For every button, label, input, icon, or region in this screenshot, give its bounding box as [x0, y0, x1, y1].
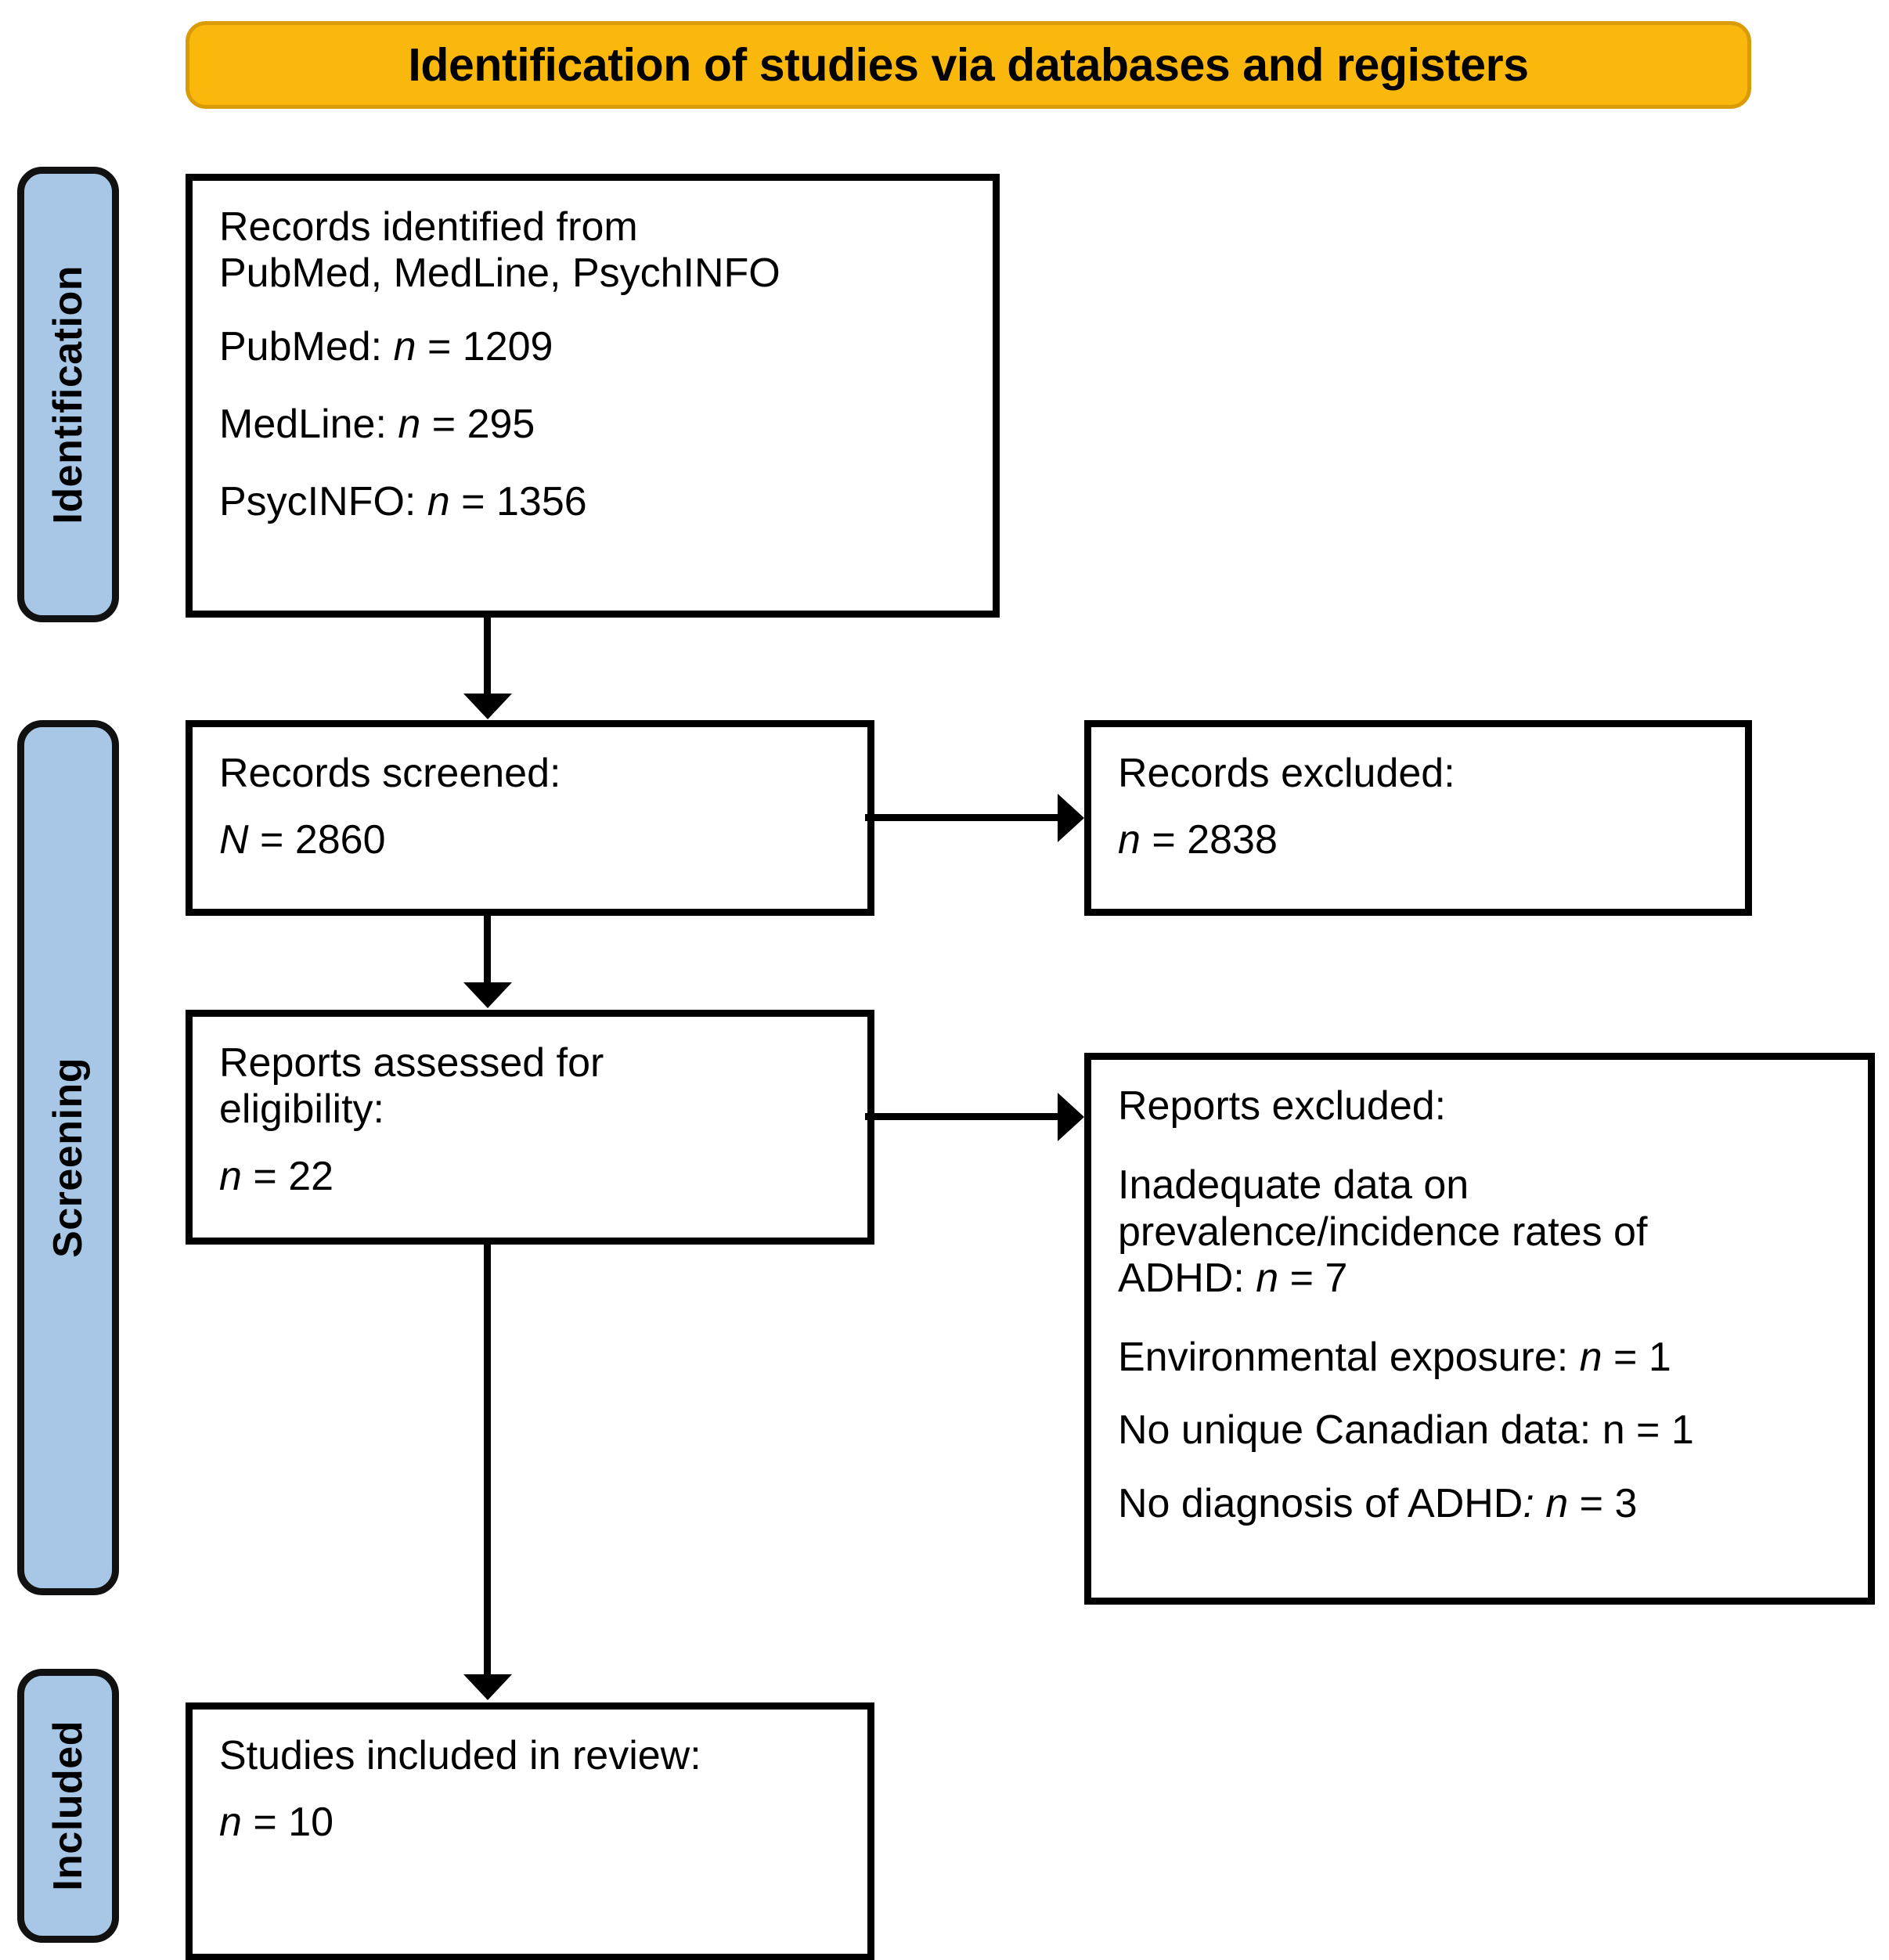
- reason-line1: Inadequate data on: [1118, 1162, 1469, 1209]
- records-excluded-heading: Records excluded:: [1118, 751, 1455, 796]
- stage-label-identification-text: Identification: [45, 265, 91, 524]
- stage-label-screening: Screening: [17, 720, 119, 1595]
- box-reports-assessed-eligibility: Reports assessed for eligibility: n = 22: [186, 1010, 874, 1245]
- arrow-eligibility-to-reports-excluded: [865, 1113, 1059, 1120]
- diagram-title-text: Identification of studies via databases …: [408, 39, 1529, 91]
- reason-line2: prevalence/incidence rates of: [1118, 1209, 1648, 1255]
- box-studies-included: Studies included in review: n = 10: [186, 1702, 874, 1960]
- records-identified-source-medline: MedLine: n = 295: [219, 402, 966, 448]
- n-symbol: N: [219, 817, 249, 863]
- reason-line3: ADHD:: [1118, 1255, 1245, 1301]
- records-identified-heading-line2: PubMed, MedLine, PsychINFO: [219, 250, 780, 297]
- n-symbol: n: [393, 323, 416, 369]
- eligibility-value: = 22: [253, 1153, 334, 1199]
- n-symbol: n: [1256, 1255, 1279, 1301]
- source-value-psycinfo: = 1356: [461, 479, 587, 525]
- colon-italic: :: [1523, 1480, 1534, 1526]
- reason-value: = 3: [1579, 1480, 1638, 1526]
- reason-value: = 7: [1289, 1255, 1348, 1301]
- reason-line1: Environmental exposure:: [1118, 1335, 1569, 1381]
- records-identified-heading: Records identified from PubMed, MedLine,…: [219, 204, 966, 297]
- eligibility-heading-line1: Reports assessed for: [219, 1040, 604, 1086]
- reports-excluded-reason-no-unique-canadian-data: No unique Canadian data: n = 1: [1118, 1407, 1841, 1454]
- studies-included-heading: Studies included in review:: [219, 1733, 701, 1778]
- n-symbol: n: [398, 401, 421, 447]
- stage-label-screening-text: Screening: [45, 1057, 91, 1258]
- eligibility-heading-line2: eligibility:: [219, 1086, 384, 1133]
- arrow-identified-to-screened: [484, 618, 491, 696]
- reason-line1: No unique Canadian data: n = 1: [1118, 1407, 1694, 1454]
- n-symbol: n: [1579, 1335, 1602, 1381]
- n-symbol: n: [1545, 1480, 1569, 1526]
- records-excluded-value: = 2838: [1152, 817, 1278, 863]
- stage-label-included: Included: [17, 1669, 119, 1943]
- reports-excluded-reason-environmental-exposure: Environmental exposure: n = 1: [1118, 1335, 1841, 1381]
- studies-included-count: n = 10: [219, 1800, 841, 1846]
- stage-label-included-text: Included: [45, 1720, 91, 1891]
- records-excluded-count: n = 2838: [1118, 817, 1718, 863]
- source-value-pubmed: = 1209: [427, 323, 553, 369]
- source-label-pubmed: PubMed:: [219, 323, 383, 369]
- box-reports-excluded: Reports excluded: Inadequate data on pre…: [1084, 1053, 1875, 1605]
- eligibility-heading: Reports assessed for eligibility:: [219, 1040, 841, 1133]
- source-label-medline: MedLine:: [219, 401, 387, 447]
- box-records-excluded: Records excluded: n = 2838: [1084, 720, 1752, 916]
- records-screened-heading: Records screened:: [219, 751, 561, 796]
- n-symbol: n: [219, 1153, 242, 1199]
- reports-excluded-heading: Reports excluded:: [1118, 1083, 1447, 1129]
- records-identified-source-psycinfo: PsycINFO: n = 1356: [219, 479, 966, 525]
- source-label-psycinfo: PsycINFO:: [219, 479, 416, 525]
- arrow-screened-to-records-excluded: [865, 814, 1059, 821]
- n-symbol: n: [1118, 817, 1141, 863]
- records-identified-source-pubmed: PubMed: n = 1209: [219, 324, 966, 370]
- reports-excluded-reason-no-diagnosis: No diagnosis of ADHD: n = 3: [1118, 1481, 1841, 1527]
- reports-excluded-reason-inadequate-data: Inadequate data on prevalence/incidence …: [1118, 1162, 1841, 1302]
- studies-included-value: = 10: [253, 1800, 334, 1846]
- source-value-medline: = 295: [431, 401, 535, 447]
- arrow-screened-to-eligibility: [484, 916, 491, 985]
- box-records-identified: Records identified from PubMed, MedLine,…: [186, 174, 1000, 618]
- reason-line1: No diagnosis of ADHD: [1118, 1480, 1523, 1526]
- box-records-screened: Records screened: N = 2860: [186, 720, 874, 916]
- reason-value: = 1: [1613, 1335, 1671, 1381]
- records-screened-count: N = 2860: [219, 817, 841, 863]
- n-symbol: n: [219, 1800, 242, 1846]
- stage-label-identification: Identification: [17, 167, 119, 622]
- n-symbol: n: [427, 479, 450, 525]
- records-screened-value: = 2860: [260, 817, 386, 863]
- records-identified-heading-line1: Records identified from: [219, 204, 638, 250]
- arrow-eligibility-to-included: [484, 1245, 491, 1677]
- diagram-title-banner: Identification of studies via databases …: [186, 21, 1751, 109]
- eligibility-count: n = 22: [219, 1154, 841, 1200]
